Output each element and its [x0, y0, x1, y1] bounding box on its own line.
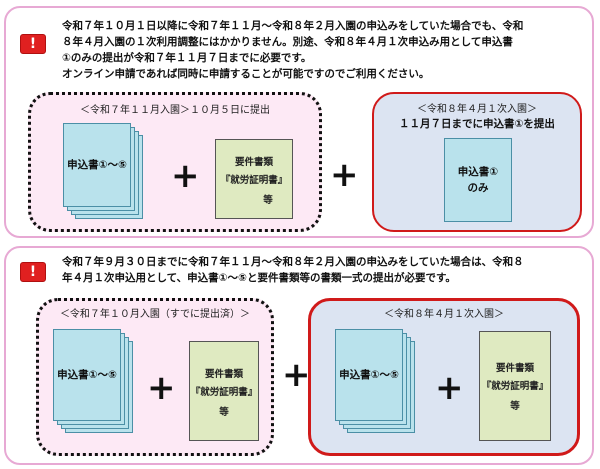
- group-oct-2025: ＜令和７年１０月入園（すでに提出済）＞ 申込書①～⑤ + 要件書類 『就労証明書…: [36, 298, 274, 456]
- notice-panel-1: ! 令和７年１０月１日以降に令和７年１１月～令和８年２月入園の申込みをしていた場…: [4, 6, 594, 238]
- application-form-1-5: 申込書①～⑤: [335, 329, 403, 421]
- group-apr-2026: ＜令和８年４月１次入園＞ １１月７日までに申込書①を提出 申込書① のみ: [372, 92, 582, 232]
- doc-title: 要件書類: [234, 157, 273, 168]
- plus-icon: +: [282, 355, 311, 395]
- doc-suffix: 等: [219, 407, 229, 418]
- doc-title: 要件書類: [204, 369, 243, 380]
- doc-title: 要件書類: [495, 363, 534, 374]
- plus-icon: +: [147, 368, 176, 408]
- application-form-1-5: 申込書①～⑤: [63, 123, 131, 207]
- plus-icon: +: [435, 368, 464, 408]
- form-stack: 申込書①～⑤: [335, 329, 425, 439]
- notice-text-1: 令和７年１０月１日以降に令和７年１１月～令和８年２月入園の申込みをしていた場合で…: [62, 20, 524, 80]
- requirement-documents: 要件書類 『就労証明書』 等: [215, 139, 293, 219]
- requirement-documents: 要件書類 『就労証明書』 等: [189, 341, 259, 441]
- doc-subtitle: 『就労証明書』: [220, 175, 288, 186]
- deadline-text: １１月７日までに申込書①を提出: [399, 118, 555, 130]
- doc-suffix: 等: [263, 195, 273, 206]
- form-stack: 申込書①～⑤: [53, 329, 143, 439]
- form-stack: 申込書①～⑤: [63, 123, 153, 227]
- group-title: ＜令和７年１１月入園＞１０月５日に提出: [80, 105, 270, 116]
- group-title: ＜令和８年４月１次入園＞: [417, 104, 537, 115]
- alert-icon: !: [20, 34, 46, 54]
- requirement-documents: 要件書類 『就労証明書』 等: [479, 331, 551, 441]
- application-form-1-only: 申込書① のみ: [444, 138, 512, 222]
- plus-icon: +: [330, 155, 359, 195]
- group-apr-2026: ＜令和８年４月１次入園＞ 申込書①～⑤ + 要件書類 『就労証明書』 等: [308, 298, 580, 456]
- application-form-1-5: 申込書①～⑤: [53, 329, 121, 421]
- doc-subtitle: 『就労証明書』: [190, 387, 258, 398]
- plus-icon: +: [171, 156, 200, 196]
- doc-subtitle: 『就労証明書』: [481, 381, 549, 392]
- alert-icon: !: [20, 262, 46, 282]
- group-title: ＜令和７年１０月入園（すでに提出済）＞: [59, 309, 251, 320]
- notice-panel-2: ! 令和７年９月３０日までに令和７年１１月～令和８年２月入園の申込みをしていた場…: [4, 246, 594, 465]
- notice-text-2: 令和７年９月３０日までに令和７年１１月～令和８年２月入園の申込みをしていた場合は…: [62, 256, 524, 284]
- group-title: ＜令和８年４月１次入園＞: [384, 309, 504, 320]
- group-nov-2025: ＜令和７年１１月入園＞１０月５日に提出 申込書①～⑤ + 要件書類 『就労証明書…: [28, 92, 322, 232]
- doc-suffix: 等: [510, 401, 520, 412]
